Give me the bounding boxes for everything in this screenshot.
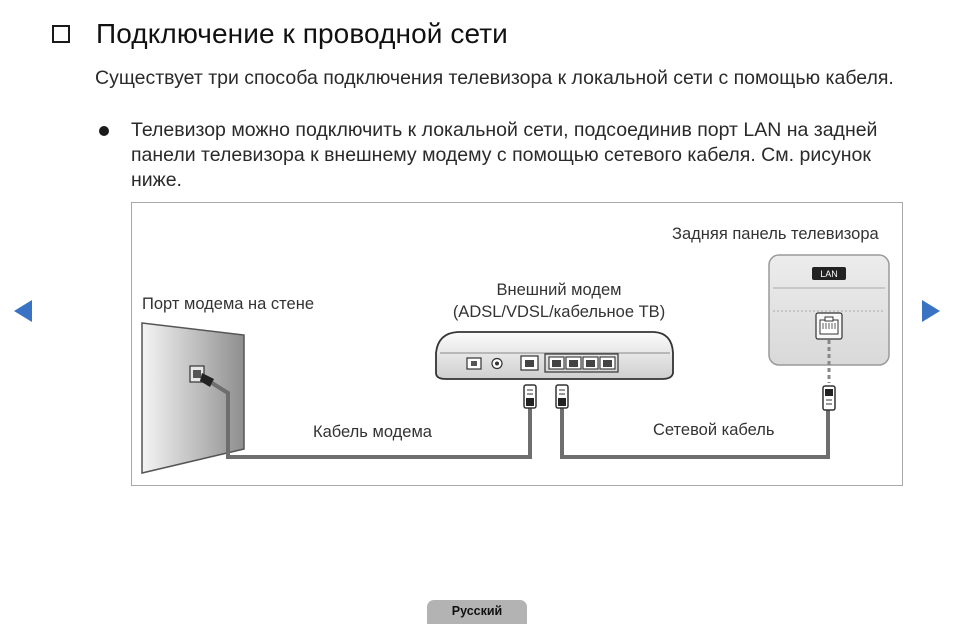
bullet-item: Телевизор можно подключить к локальной с… [95, 118, 915, 193]
modem-cable [210, 381, 532, 459]
modem-cable-plug-icon [523, 384, 537, 409]
next-page-arrow-icon[interactable] [922, 300, 940, 322]
bullet-icon [99, 126, 109, 136]
tv-lan-plug-icon [822, 385, 836, 411]
checkbox-icon [52, 25, 70, 43]
section-heading: Подключение к проводной сети [52, 14, 508, 54]
modem-label-line1: Внешний модем [496, 281, 622, 299]
language-tab[interactable]: Русский [427, 600, 527, 624]
tv-panel-label: Задняя панель телевизора [672, 225, 879, 243]
intro-paragraph: Существует три способа подключения телев… [95, 67, 894, 89]
modem-label-line2: (ADSL/VDSL/кабельное ТВ) [452, 303, 666, 321]
wall-illustration [141, 322, 245, 474]
diagram-graphics: LAN [141, 254, 890, 474]
lan-port-icon [815, 312, 843, 340]
page-title: Подключение к проводной сети [96, 18, 508, 49]
modem-cable-label: Кабель модема [313, 423, 432, 441]
tv-rear-panel-illustration: LAN [768, 254, 890, 366]
wall-port-icon [189, 365, 214, 387]
network-cable-label: Сетевой кабель [653, 421, 775, 439]
lan-badge-background [812, 267, 846, 280]
lan-badge: LAN [820, 269, 838, 279]
bullet-text: Телевизор можно подключить к локальной с… [131, 119, 878, 191]
connection-diagram: LAN Задняя панель телевизора Внешний мод… [131, 202, 903, 486]
previous-page-arrow-icon[interactable] [14, 300, 32, 322]
network-cable-plug-icon [555, 384, 569, 409]
modem-illustration [435, 331, 674, 380]
network-cable [560, 408, 830, 459]
wall-port-label: Порт модема на стене [142, 295, 315, 313]
